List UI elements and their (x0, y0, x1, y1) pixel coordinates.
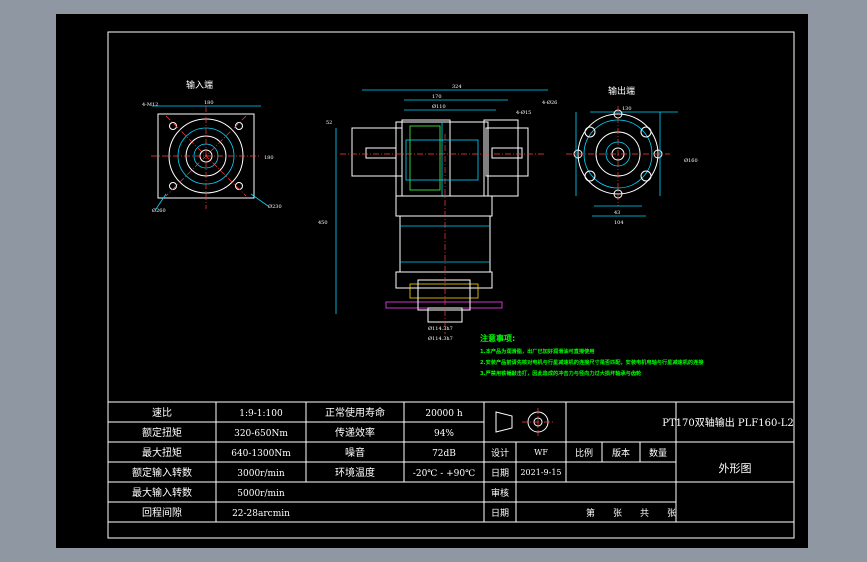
svg-text:324: 324 (452, 84, 462, 90)
spec-table: 速比 1:9-1:100 正常使用寿命 20000 h 额定扭矩 320-650… (107, 401, 485, 523)
spec-label: 环境温度 (335, 466, 375, 479)
svg-text:WF: WF (534, 448, 548, 457)
spec-value: -20℃ - +90℃ (413, 469, 475, 479)
spec-value: 94% (434, 429, 454, 439)
svg-text:比例: 比例 (575, 447, 593, 459)
spec-label: 最大扭矩 (142, 446, 182, 459)
spec-label: 回程间隙 (142, 506, 182, 519)
svg-text:设计: 设计 (491, 447, 509, 459)
svg-text:180: 180 (264, 155, 274, 161)
svg-text:43: 43 (614, 210, 620, 216)
notes: 注意事项: 1.本产品为润滑脂，出厂已加好润滑油可直接使用 2.安装产品前请先核… (480, 333, 704, 377)
notes-title: 注意事项: (480, 333, 515, 343)
sheet-count: 第 张 共 张 (586, 507, 676, 519)
cad-drawing: 输入端 180 4-M12 180 Ø260 Ø230 324 170 Ø110… (107, 31, 795, 539)
spec-label: 额定输入转数 (132, 466, 192, 479)
spec-label: 速比 (152, 407, 172, 419)
spec-value: 72dB (432, 449, 456, 459)
svg-text:170: 170 (432, 94, 442, 100)
svg-text:日期: 日期 (491, 468, 509, 479)
spec-value: 640-1300Nm (231, 449, 291, 459)
svg-text:104: 104 (614, 220, 624, 226)
note-line: 3.严禁用铁锤敲击打，因此造成的冲击力与径向力过大损坏轴承与齿轮 (480, 369, 642, 377)
svg-text:Ø260: Ø260 (152, 207, 166, 214)
note-line: 2.安装产品前请先核对电机与行星减速机的连接尺寸是否匹配，安装电机电轴与行星减速… (480, 358, 704, 366)
spec-label: 噪音 (345, 446, 365, 459)
drawing-name: 外形图 (719, 462, 752, 475)
drawing-sheet: 输入端 180 4-M12 180 Ø260 Ø230 324 170 Ø110… (56, 14, 808, 548)
spec-label: 额定扭矩 (142, 426, 182, 439)
spec-value: 3000r/min (237, 469, 285, 479)
note-line: 1.本产品为润滑脂，出厂已加好润滑油可直接使用 (480, 347, 595, 355)
svg-text:130: 130 (622, 106, 632, 112)
input-end-view: 输入端 180 4-M12 180 Ø260 Ø230 (142, 79, 282, 214)
svg-text:Ø114.3h7: Ø114.3h7 (428, 335, 453, 342)
svg-text:52: 52 (326, 120, 332, 126)
svg-text:版本: 版本 (612, 447, 630, 459)
input-view-title: 输入端 (186, 79, 213, 91)
svg-text:Ø160: Ø160 (684, 157, 698, 164)
svg-text:Ø114.3h7: Ø114.3h7 (428, 325, 453, 332)
svg-text:4-Ø15: 4-Ø15 (516, 109, 531, 116)
svg-text:4-Ø26: 4-Ø26 (542, 99, 557, 106)
svg-text:180: 180 (204, 100, 214, 106)
sheet-border (107, 31, 795, 539)
output-view-title: 输出端 (608, 85, 635, 97)
spec-value: 20000 h (425, 409, 462, 419)
spec-value: 320-650Nm (234, 429, 288, 439)
svg-text:4-M12: 4-M12 (142, 102, 158, 108)
svg-text:Ø110: Ø110 (432, 103, 446, 110)
spec-label: 正常使用寿命 (325, 406, 385, 419)
svg-text:数量: 数量 (649, 447, 667, 459)
svg-text:2021-9-15: 2021-9-15 (520, 468, 561, 477)
projection-symbol (495, 408, 554, 436)
spec-value: 1:9-1:100 (239, 409, 283, 419)
spec-value: 22-28arcmin (232, 509, 290, 519)
spec-value: 5000r/min (237, 489, 285, 499)
title-block: PT170双轴输出 PLF160-L2 设计 WF 比例 版本 数量 日期 20… (483, 401, 795, 523)
spec-label: 传递效率 (335, 426, 375, 439)
svg-text:审核: 审核 (491, 487, 509, 499)
front-view: 324 170 Ø110 4-Ø15 52 450 Ø114.3h7 (318, 84, 548, 342)
output-end-view: 输出端 130 4-Ø26 Ø160 43 104 (542, 85, 698, 226)
svg-text:日期: 日期 (491, 508, 509, 519)
spec-label: 最大输入转数 (132, 486, 192, 499)
svg-text:Ø230: Ø230 (268, 203, 282, 210)
product-name: PT170双轴输出 PLF160-L2 (662, 416, 793, 429)
svg-text:450: 450 (318, 220, 328, 226)
